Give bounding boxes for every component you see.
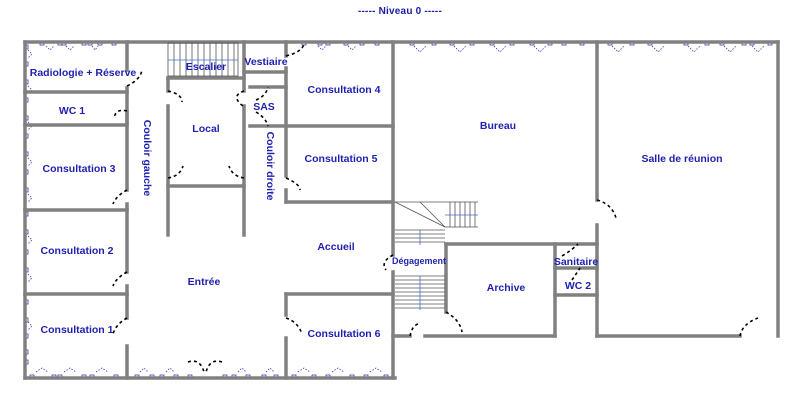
door-icon (113, 109, 128, 119)
room-label-radiologie: Radiologie + Réserve (29, 67, 137, 79)
door-icon (255, 86, 269, 101)
room-label-bureau: Bureau (479, 120, 517, 132)
door-icon (596, 199, 617, 219)
door-icon (112, 271, 128, 287)
door-icon (126, 69, 143, 87)
room-label-wc2: WC 2 (564, 280, 592, 292)
room-label-sanitaire: Sanitaire (553, 256, 599, 268)
room-label-couloir-gauche: Couloir gauche (141, 119, 153, 197)
room-label-couloir-droite: Couloir droite (264, 131, 276, 201)
room-label-entree: Entrée (187, 276, 221, 288)
door-icon (228, 165, 245, 179)
door-icon (187, 360, 205, 373)
room-label-consultation5: Consultation 5 (304, 153, 378, 165)
room-label-consultation4: Consultation 4 (307, 84, 381, 96)
room-label-consultation2: Consultation 2 (40, 245, 114, 257)
door-icon (285, 177, 301, 191)
room-label-wc1: WC 1 (58, 105, 86, 117)
door-icon (383, 254, 394, 271)
room-label-local: Local (192, 123, 220, 135)
door-icon (167, 165, 184, 179)
door-icon (112, 189, 128, 205)
staircase-top (167, 42, 239, 77)
room-label-degagement: Dégagement (391, 256, 447, 266)
door-icon (255, 111, 269, 127)
door-icon (285, 317, 303, 335)
door-icon (285, 43, 305, 57)
room-label-salle-reunion: Salle de réunion (641, 153, 723, 165)
floor-title: ----- Niveau 0 ----- (358, 6, 442, 17)
room-label-consultation1: Consultation 1 (40, 324, 114, 336)
door-icon (561, 243, 579, 257)
doors (112, 43, 759, 373)
room-label-escalier: Escalier (185, 61, 227, 73)
room-label-consultation3: Consultation 3 (42, 163, 116, 175)
door-icon (205, 360, 223, 373)
walls (23, 40, 780, 380)
door-icon (739, 317, 759, 337)
door-icon (571, 267, 581, 281)
door-icon (235, 90, 245, 107)
room-label-sas: SAS (253, 101, 275, 113)
room-label-vestiaire: Vestiaire (244, 56, 288, 68)
door-icon (409, 323, 419, 337)
door-icon (112, 317, 128, 335)
room-label-accueil: Accueil (317, 241, 355, 253)
door-icon (167, 90, 183, 103)
staircase-degagement (394, 201, 478, 310)
room-label-consultation6: Consultation 6 (307, 328, 381, 340)
door-icon (445, 311, 463, 333)
room-label-archive: Archive (486, 282, 526, 294)
